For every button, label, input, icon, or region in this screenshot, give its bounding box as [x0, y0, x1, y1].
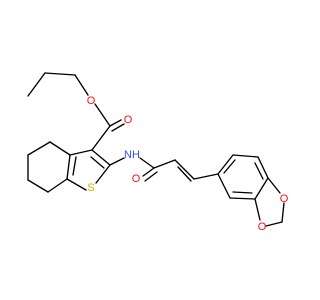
thiophene-sulfur-label: S: [87, 182, 94, 194]
bond-alkene-double: [177, 166, 192, 182]
bond-thio-c3-c2-double: [90, 156, 105, 169]
svg-text:O: O: [124, 114, 133, 126]
bond-bz-5-double: [232, 191, 253, 194]
svg-text:O: O: [87, 95, 96, 107]
molecule-structure: O O NH S O O O: [27, 72, 289, 233]
bond-bz-4: [254, 177, 269, 200]
svg-text:O: O: [280, 193, 289, 205]
svg-text:O: O: [258, 221, 267, 233]
bond-bz-6: [217, 173, 231, 199]
molecule-canvas: O O NH S O O O: [27, 72, 289, 233]
amide-oxygen-label: O: [132, 173, 141, 185]
bond-ester-o-ch2: [74, 74, 89, 96]
bond-amide-c-o: [142, 167, 155, 177]
bond-c2-nh: [109, 157, 125, 166]
bond-cy-c7-c7a: [47, 178, 68, 193]
bond-alkene: [174, 159, 195, 180]
bond-dioxole-c-o1: [267, 177, 281, 194]
bond-bz-1: [217, 154, 234, 175]
bond-nh-amide-c: [139, 157, 155, 169]
svg-text:NH: NH: [124, 149, 140, 161]
svg-text:S: S: [87, 182, 94, 194]
bond-ethyl-ch3: [27, 72, 46, 97]
bond-amide-c-ch: [153, 159, 176, 169]
bond-amide-c-o-double: [144, 171, 158, 182]
bond-cy-c6-c7: [27, 179, 49, 193]
bond-ester-carbonyl-double: [111, 123, 125, 132]
bond-ester-o-c: [94, 103, 111, 127]
bond-cy-c3a-c4: [49, 141, 71, 156]
bond-bz-3-double: [254, 162, 264, 180]
amide-nh-label: NH: [124, 149, 140, 161]
bond-dioxole-o1-ch2: [281, 202, 285, 223]
bond-dioxole-ch2-o2: [265, 221, 283, 227]
ester-oxygen-label: O: [87, 95, 96, 107]
bond-bz-2: [232, 154, 259, 158]
bond-cy-c4-c5: [27, 141, 51, 156]
bond-thio-c3a-c3: [69, 149, 93, 156]
bond-bz-3: [257, 156, 269, 179]
bond-thio-c7a-c3a: [66, 154, 71, 180]
bond-thio-c2-s: [95, 164, 111, 184]
bond-ester-c-ring: [91, 125, 111, 151]
carbonyl-oxygen-label: O: [124, 114, 133, 126]
bond-dioxole-o2-c: [254, 198, 261, 221]
bond-thio-c3-c2: [91, 149, 111, 166]
dioxole-oxygen-1-label: O: [280, 193, 289, 205]
bond-ester-carbonyl: [109, 119, 122, 127]
bond-thio-c7a-c3a-double: [72, 156, 77, 176]
bond-ethyl-ch2: [44, 72, 76, 76]
bond-bz-1-double: [223, 159, 236, 174]
dioxole-oxygen-2-label: O: [258, 221, 267, 233]
svg-text:O: O: [132, 173, 141, 185]
bond-alkene-aryl: [193, 173, 219, 180]
bond-bz-5: [229, 197, 256, 200]
bond-thio-s-c7a: [66, 178, 87, 191]
